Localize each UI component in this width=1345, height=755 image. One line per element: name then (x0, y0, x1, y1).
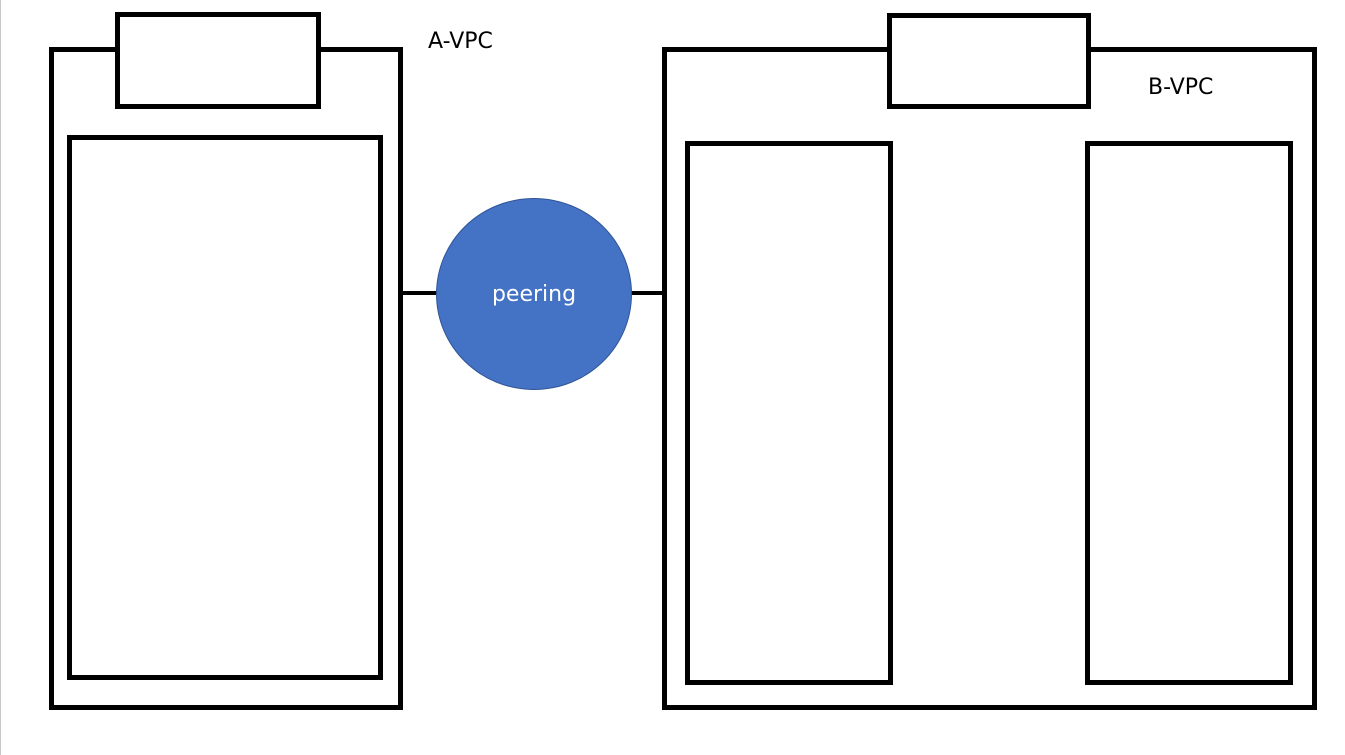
vpc-a-label: A-VPC (428, 29, 493, 54)
vpc-b-subnet-right-box (1085, 141, 1293, 685)
peering-label: peering (491, 281, 577, 307)
vpc-a-subnet-box (67, 135, 383, 680)
vpc-a-gateway-box (115, 12, 321, 109)
vpc-b-gateway-box (887, 13, 1091, 109)
connector-a-to-peering (401, 291, 439, 295)
connector-peering-to-b (629, 291, 665, 295)
canvas-left-border (0, 0, 1, 755)
peering-node: peering (436, 198, 632, 390)
vpc-b-subnet-left-box (685, 141, 893, 685)
vpc-b-label: B-VPC (1148, 75, 1214, 100)
